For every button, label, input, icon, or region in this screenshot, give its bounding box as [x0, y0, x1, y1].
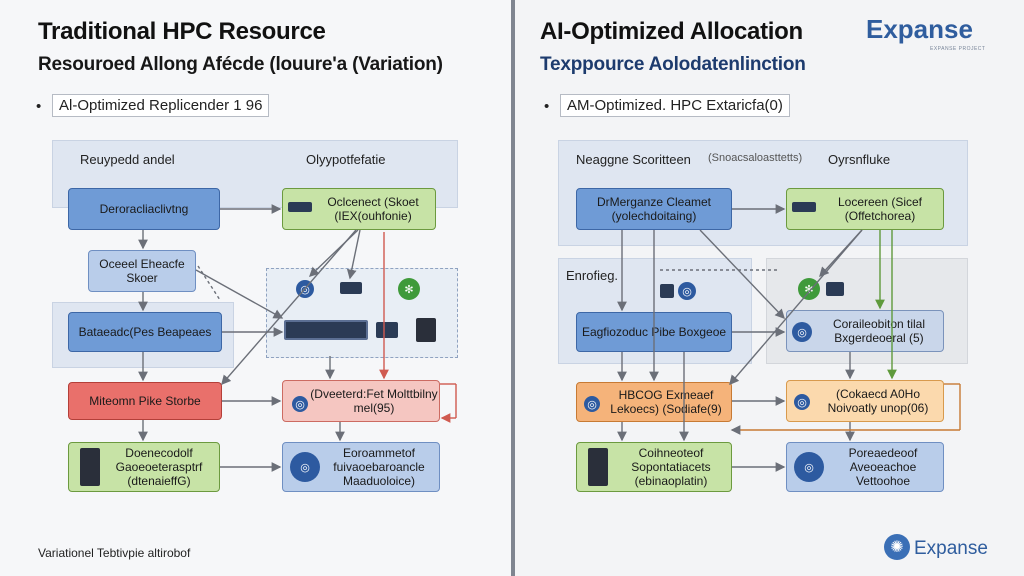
- left-dashed-group: [266, 268, 458, 358]
- panel-divider: [511, 0, 515, 576]
- left-title: Traditional HPC Resource: [38, 18, 326, 45]
- server-icon: [792, 202, 816, 212]
- left-box-red: Miteomn Pike Storbe: [68, 382, 222, 420]
- globe-icon: ◎: [678, 282, 696, 300]
- server-icon: [826, 282, 844, 296]
- left-subtitle: Resouroed Allong Afécde (louure'a (Varia…: [38, 54, 443, 75]
- left-box-mid-small: Oceeel Eheacfe Skoer: [88, 250, 196, 292]
- globe-icon: ◎: [292, 396, 308, 412]
- left-box-top-right: Oclcenect (Skoet (IEX(ouhfonie): [282, 188, 436, 230]
- globe-icon: ◎: [794, 394, 810, 410]
- right-region-label-right: Oyrsnfluke: [828, 152, 891, 167]
- storage-icon: [660, 284, 674, 298]
- network-icon: ✻: [398, 278, 420, 300]
- left-box-mid-wide: Bataeadc(Pes Beapeaes: [68, 312, 222, 352]
- expanse-logo-tagline: EXPANSE PROJECT: [930, 46, 986, 52]
- right-box-top-left: DrMerganze Cleamet (yolechdoitaing): [576, 188, 732, 230]
- right-region-label-mid: (Snoacsaloasttetts): [708, 152, 803, 164]
- rack-icon: [588, 448, 608, 486]
- right-box-top-right: Locereen (Sicef (Offetchorea): [786, 188, 944, 230]
- network-icon: ✻: [798, 278, 820, 300]
- rack-icon: [80, 448, 100, 486]
- right-box-orange: HBCOG Exmeaef Lekoecs) (Sodiafe(9): [576, 382, 732, 422]
- left-box-top-left: Deroracliaclivtng: [68, 188, 220, 230]
- left-footer: Variationel Tebtivpie altirobof: [38, 546, 191, 560]
- expanse-logo-bottom: Expanse: [914, 538, 988, 559]
- right-box-mid-wide: Eagfiozoduc Pibe Boxgeoe: [576, 312, 732, 352]
- server-rack-icon: [284, 320, 368, 340]
- globe-icon: ◎: [792, 322, 812, 342]
- right-subtitle: Texppource Aolodatenlinction: [540, 54, 806, 75]
- right-bullet-dot: •: [544, 98, 550, 115]
- right-box-lorange: (Cokaecd A0Ho Noivoatly unop(06): [786, 380, 944, 422]
- right-region-label-side: Enrofieg.: [566, 268, 619, 283]
- left-bullet-dot: •: [36, 98, 42, 115]
- globe-icon: ◎: [794, 452, 824, 482]
- server-icon: [340, 282, 362, 294]
- right-bullet-text: AM-Optimized. HPC Extaricfa(0): [560, 94, 790, 117]
- expanse-logo-top: Expanse: [866, 14, 973, 44]
- right-title: AI-Optimized Allocation: [540, 18, 803, 45]
- globe-icon: ◎: [290, 452, 320, 482]
- expanse-logo-icon: ✺: [884, 534, 910, 560]
- left-bullet-text: Al-Optimized Replicender 1 96: [52, 94, 270, 117]
- left-region-label-left: Reuypedd andel: [80, 152, 175, 167]
- left-region-label-right: Olyypotfefatie: [306, 152, 386, 167]
- right-region-label-left: Neaggne Scoritteen: [576, 152, 691, 167]
- storage-icon: [376, 322, 398, 338]
- server-icon: [288, 202, 312, 212]
- rack-icon: [416, 318, 436, 342]
- globe-icon: ◎: [584, 396, 600, 412]
- left-box-pink: (Dveeterd:Fet Molttbilny mel(95): [282, 380, 440, 422]
- globe-icon: ◎: [296, 280, 314, 298]
